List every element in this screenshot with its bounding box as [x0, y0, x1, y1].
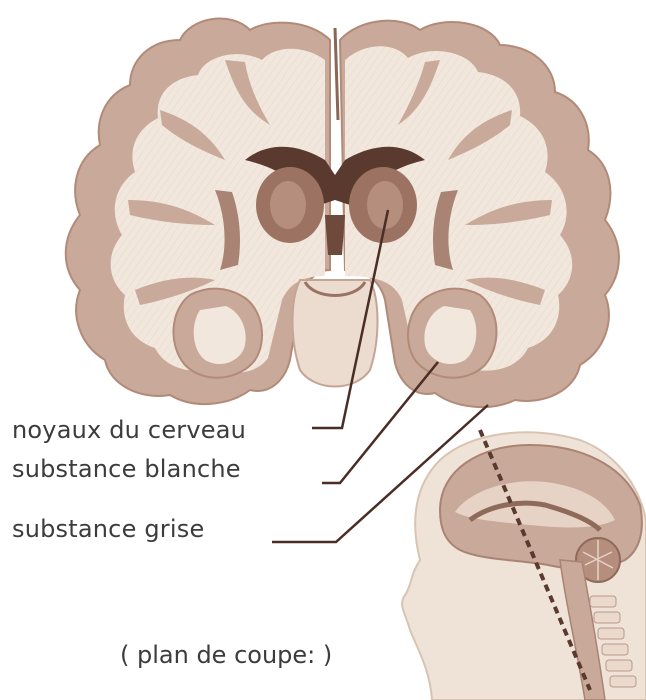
sagittal-head-illustration [402, 430, 646, 700]
coronal-brain-section [66, 19, 619, 407]
longitudinal-fissure [335, 28, 338, 120]
label-cut-plane: ( plan de coupe: ) [120, 641, 332, 669]
label-white-matter: substance blanche [12, 455, 241, 483]
label-grey-matter: substance grise [12, 515, 204, 543]
label-nuclei: noyaux du cerveau [12, 416, 246, 444]
